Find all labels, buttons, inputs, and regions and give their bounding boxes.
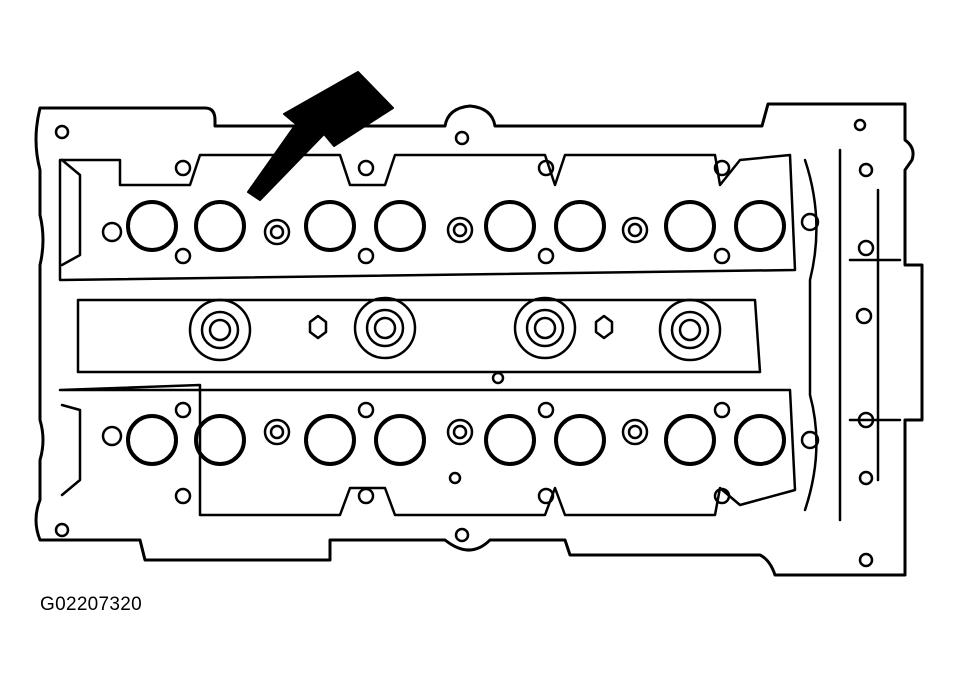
bottom-cap-bolts <box>263 418 649 446</box>
gallery-bolts <box>308 314 614 340</box>
top-bay-housing <box>58 153 797 282</box>
plug-gallery <box>76 298 762 374</box>
spark-plug-bosses <box>188 296 722 362</box>
pointer-arrow <box>247 71 394 201</box>
top-cap-bolts <box>263 216 649 246</box>
top-valve-row <box>126 200 786 252</box>
left-end-block <box>60 158 82 497</box>
bottom-bay-housing <box>58 383 797 517</box>
figure-caption: G02207320 <box>40 594 143 615</box>
bottom-valve-row <box>126 414 786 466</box>
head-outline <box>34 102 924 577</box>
head-bolt-holes <box>174 159 731 505</box>
outline-holes <box>54 118 875 568</box>
right-end-block <box>803 148 902 522</box>
